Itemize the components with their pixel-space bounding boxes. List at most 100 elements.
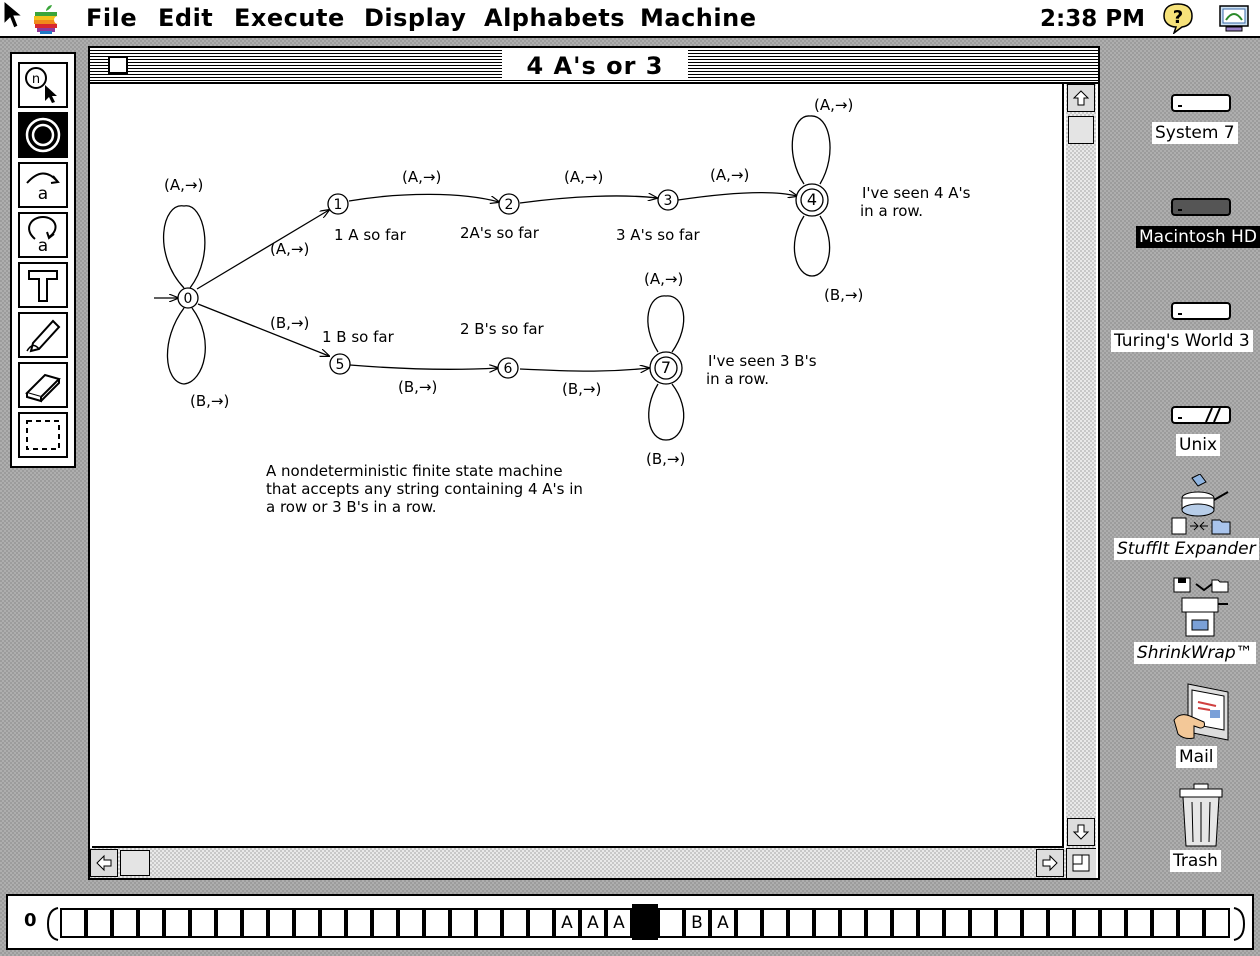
scroll-down-button[interactable] bbox=[1067, 818, 1095, 846]
tape-cell[interactable] bbox=[112, 908, 138, 938]
scroll-up-button[interactable] bbox=[1067, 84, 1095, 112]
menu-execute[interactable]: Execute bbox=[234, 4, 345, 32]
tape-cell[interactable] bbox=[190, 908, 216, 938]
menu-file[interactable]: File bbox=[86, 4, 138, 32]
pencil-tool[interactable] bbox=[18, 312, 68, 358]
svg-text:a: a bbox=[38, 236, 48, 255]
desktop-label-macintosh-hd[interactable]: Macintosh HD bbox=[1136, 226, 1260, 248]
tape-cell[interactable] bbox=[320, 908, 346, 938]
apple-menu-icon[interactable] bbox=[32, 4, 60, 34]
tape-cell[interactable] bbox=[866, 908, 892, 938]
desktop-label-stuffit-expander[interactable]: StuffIt Expander bbox=[1114, 538, 1259, 560]
marquee-tool-icon bbox=[26, 420, 60, 450]
tape-cell[interactable] bbox=[268, 908, 294, 938]
text-tool[interactable] bbox=[18, 262, 68, 308]
tape-cell[interactable] bbox=[450, 908, 476, 938]
window-title-bar[interactable]: 4 A's or 3 B's bbox=[90, 48, 1098, 112]
tape-cell[interactable] bbox=[528, 908, 554, 938]
marquee-tool[interactable] bbox=[18, 412, 68, 458]
tape-cell[interactable] bbox=[996, 908, 1022, 938]
tape-cell[interactable] bbox=[60, 908, 86, 938]
scroll-right-button[interactable] bbox=[1036, 849, 1064, 877]
tape-cell[interactable] bbox=[1126, 908, 1152, 938]
state-2[interactable] bbox=[498, 193, 520, 215]
state-3[interactable] bbox=[657, 189, 679, 211]
desktop-label-mail[interactable]: Mail bbox=[1176, 746, 1217, 768]
menu-machine[interactable]: Machine bbox=[640, 4, 757, 32]
state-4[interactable] bbox=[800, 188, 824, 212]
grow-box[interactable] bbox=[1066, 848, 1096, 878]
state-5[interactable] bbox=[329, 353, 351, 375]
label-loop-4-b: (B,→) bbox=[824, 286, 863, 304]
tape-cell[interactable] bbox=[424, 908, 450, 938]
desktop-label-turings-world[interactable]: Turing's World 3 bbox=[1111, 330, 1253, 352]
tape-cell[interactable] bbox=[164, 908, 190, 938]
balloon-help-icon[interactable]: ? bbox=[1162, 2, 1194, 34]
loop-tool[interactable]: a bbox=[18, 212, 68, 258]
state-tool[interactable] bbox=[18, 112, 68, 158]
menu-display[interactable]: Display bbox=[364, 4, 467, 32]
menu-edit[interactable]: Edit bbox=[158, 4, 214, 32]
desktop-label-shrinkwrap[interactable]: ShrinkWrap™ bbox=[1134, 642, 1256, 664]
tape-cell[interactable] bbox=[892, 908, 918, 938]
desktop-label-trash[interactable]: Trash bbox=[1170, 850, 1221, 872]
tape-cell[interactable]: A bbox=[606, 908, 632, 938]
menu-clock[interactable]: 2:38 PM bbox=[1040, 6, 1145, 32]
tape-cell[interactable] bbox=[788, 908, 814, 938]
horizontal-scroll-thumb[interactable] bbox=[120, 850, 150, 876]
tape-cell[interactable] bbox=[1178, 908, 1204, 938]
transition-tool[interactable]: a bbox=[18, 162, 68, 208]
tape-cell[interactable]: A bbox=[554, 908, 580, 938]
tape-cell[interactable] bbox=[918, 908, 944, 938]
state-0[interactable] bbox=[177, 287, 199, 309]
tape-cell[interactable] bbox=[346, 908, 372, 938]
eraser-tool[interactable] bbox=[18, 362, 68, 408]
state-7[interactable] bbox=[654, 356, 678, 380]
tape-cell[interactable]: A bbox=[710, 908, 736, 938]
tape-cell[interactable] bbox=[1152, 908, 1178, 938]
close-box[interactable] bbox=[108, 56, 128, 74]
tape-cell[interactable] bbox=[86, 908, 112, 938]
tape-cell[interactable] bbox=[762, 908, 788, 938]
window-title: 4 A's or 3 B's bbox=[502, 50, 688, 112]
tape-cell[interactable] bbox=[476, 908, 502, 938]
tape-cell[interactable]: B bbox=[684, 908, 710, 938]
tape-cell[interactable] bbox=[658, 908, 684, 938]
horizontal-scrollbar[interactable] bbox=[90, 848, 1066, 878]
scroll-left-button[interactable] bbox=[90, 849, 118, 877]
vertical-scroll-thumb[interactable] bbox=[1068, 116, 1094, 144]
state-6[interactable] bbox=[497, 357, 519, 379]
state-diagram[interactable]: 0 1 2 3 4 5 6 7 (A,→) (B,→) (A,→) (A,→) … bbox=[92, 84, 1062, 846]
tape-cell[interactable] bbox=[138, 908, 164, 938]
tape-cell[interactable] bbox=[372, 908, 398, 938]
tape-cell[interactable]: A bbox=[580, 908, 606, 938]
tape-cell[interactable] bbox=[1074, 908, 1100, 938]
tape-cell[interactable] bbox=[398, 908, 424, 938]
tape-cell[interactable] bbox=[840, 908, 866, 938]
select-tool[interactable]: n bbox=[18, 62, 68, 108]
tape-head-cell[interactable] bbox=[632, 904, 658, 940]
tape-cell[interactable] bbox=[944, 908, 970, 938]
tape-cell[interactable] bbox=[1204, 908, 1230, 938]
application-menu-icon[interactable] bbox=[1218, 2, 1250, 34]
tape-cell[interactable] bbox=[216, 908, 242, 938]
tape-cell[interactable] bbox=[502, 908, 528, 938]
menu-alphabets[interactable]: Alphabets bbox=[484, 4, 625, 32]
tape-cell[interactable] bbox=[970, 908, 996, 938]
tape-cell[interactable] bbox=[1048, 908, 1074, 938]
vertical-scrollbar[interactable] bbox=[1066, 84, 1096, 848]
state-1[interactable] bbox=[327, 193, 349, 215]
tape-cell[interactable] bbox=[242, 908, 268, 938]
disk-icon bbox=[1171, 406, 1231, 424]
tape-cell[interactable] bbox=[1100, 908, 1126, 938]
desktop-label-system-7[interactable]: System 7 bbox=[1152, 122, 1238, 144]
diagram-canvas[interactable]: 0 1 2 3 4 5 6 7 (A,→) (B,→) (A,→) (A,→) … bbox=[92, 84, 1064, 848]
desktop-label-unix[interactable]: Unix bbox=[1176, 434, 1221, 456]
loop-4-b bbox=[793, 215, 831, 277]
tape-cell[interactable] bbox=[736, 908, 762, 938]
trash-icon bbox=[1179, 783, 1223, 847]
tape-cell[interactable] bbox=[1022, 908, 1048, 938]
tape-cell[interactable] bbox=[294, 908, 320, 938]
tape-cell[interactable] bbox=[814, 908, 840, 938]
